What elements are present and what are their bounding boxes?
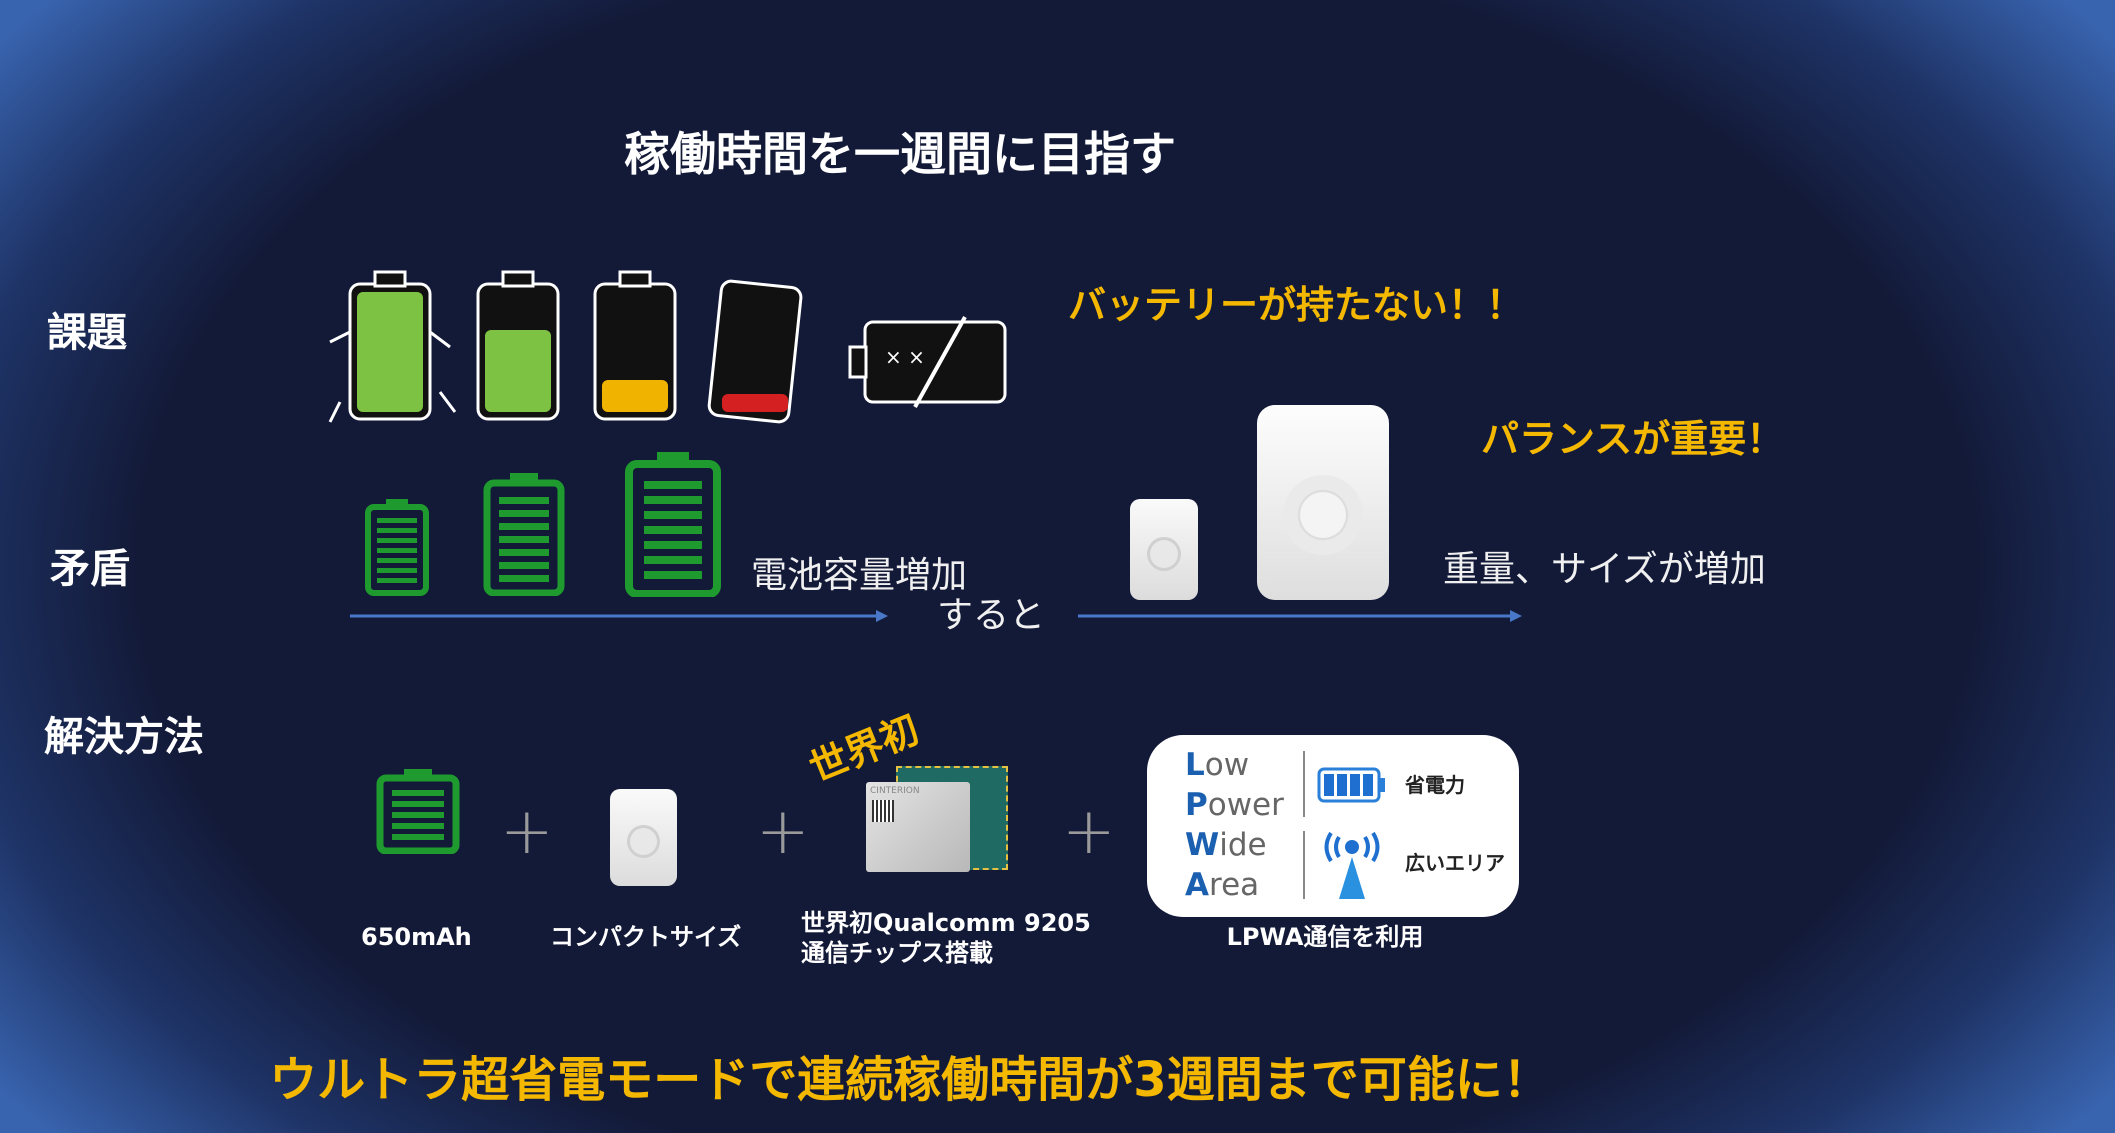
compact-size-label: コンパクトサイズ: [550, 923, 742, 951]
capacity-text: 電池容量増加: [751, 555, 968, 596]
battery-full-blue-icon: [1317, 767, 1385, 803]
svg-text:× ×: × ×: [885, 345, 925, 369]
lpwa-label: LPWA通信を利用: [1226, 923, 1424, 951]
qualcomm-chip-image: CINTERION: [866, 766, 1008, 876]
antenna-signal-icon: [1324, 831, 1380, 899]
lpwa-word-area: Area: [1185, 867, 1260, 903]
lpwa-card: Low Power Wide Area 省電力 広いエリア: [1147, 735, 1519, 917]
small-device-image: [1130, 499, 1198, 600]
arrow-right-icon: [350, 610, 888, 622]
battery-medium-icon: [483, 473, 565, 596]
conclusion-text: ウルトラ超省電モードで連続稼働時間が3週間まで可能に！: [269, 1052, 1551, 1108]
lpwa-word-wide: Wide: [1185, 827, 1267, 863]
lpwa-word-power: Power: [1185, 787, 1284, 823]
battery-dead-icon: × ×: [848, 316, 1007, 408]
battery-critical-icon: [707, 279, 803, 424]
battery-small-icon: [365, 499, 429, 596]
power-saving-label: 省電力: [1405, 773, 1465, 797]
plus-icon: +: [500, 795, 554, 869]
battery-capacity-label: 650mAh: [361, 923, 472, 951]
section-contradiction-label: 矛盾: [50, 546, 130, 592]
compact-device-image: [610, 789, 677, 886]
battery-high-icon: [476, 270, 560, 421]
lpwa-word-low: Low: [1185, 747, 1250, 783]
arrow-right-icon: [1078, 610, 1522, 622]
plus-icon: +: [756, 795, 810, 869]
section-solution-label: 解決方法: [44, 714, 204, 760]
page-title: 稼働時間を一週間に目指す: [624, 127, 1176, 181]
issue-text: バッテリーが持たない！！: [1068, 283, 1525, 327]
chip-label-line1: 世界初Qualcomm 9205: [801, 909, 1091, 937]
battery-low-icon: [593, 270, 677, 421]
large-device-image: [1257, 405, 1389, 600]
battery-large-icon: [625, 452, 721, 597]
plus-icon: +: [1062, 795, 1116, 869]
chip-brand: CINTERION: [870, 786, 920, 796]
battery-full-icon: [328, 270, 457, 423]
draining-batteries-illustration: × ×: [328, 270, 1007, 424]
then-text: すると: [937, 595, 1046, 636]
weight-text: 重量、サイズが増加: [1443, 549, 1766, 590]
balance-text: パランスが重要！: [1481, 417, 1785, 461]
chip-label-line2: 通信チップス搭載: [801, 939, 993, 967]
wide-area-label: 広いエリア: [1405, 851, 1505, 875]
section-issue-label: 課題: [47, 310, 127, 356]
battery-650mah-icon: [376, 769, 460, 854]
